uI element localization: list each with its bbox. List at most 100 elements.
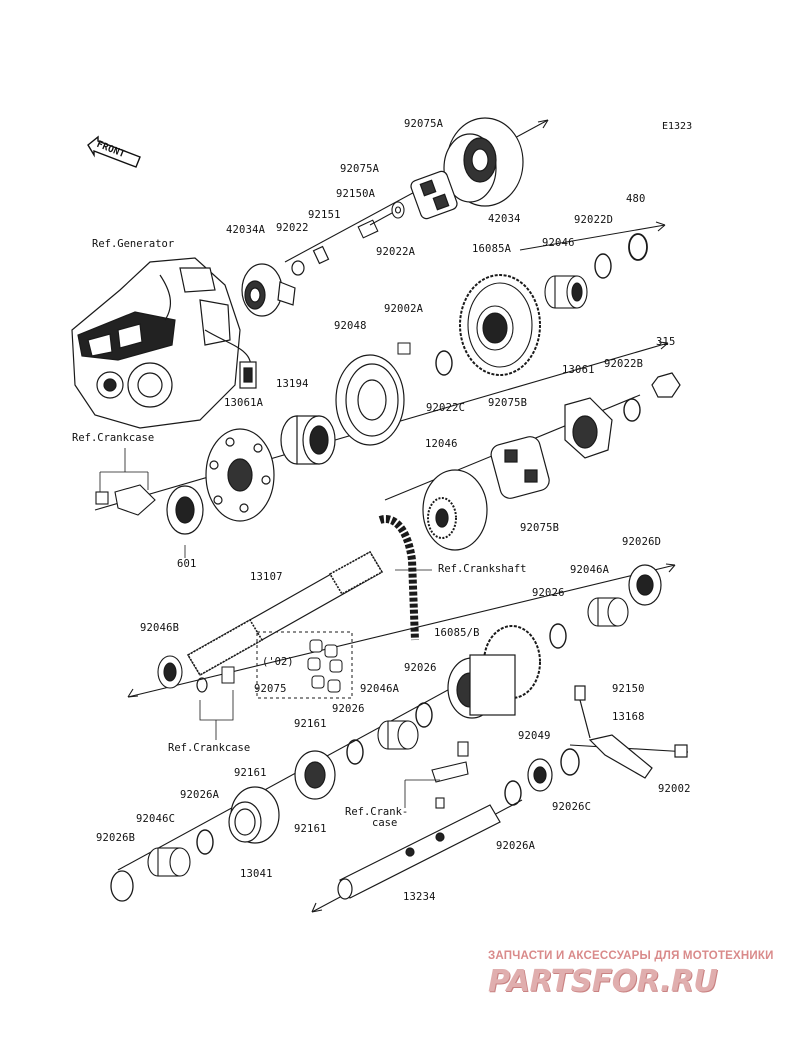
part-label: 92046A — [360, 683, 400, 695]
washer-92026A — [196, 829, 214, 855]
washer-92026 — [549, 623, 567, 649]
part-label: 13041 — [240, 868, 273, 880]
arrow-head — [311, 902, 323, 913]
needle-bearing-92046A-mid — [377, 720, 419, 750]
watermark-tagline: ЗАПЧАСТИ И АКСЕССУАРЫ ДЛЯ МОТОТЕХНИКИ — [488, 950, 774, 962]
washer-small — [196, 677, 208, 693]
axis-line — [127, 564, 676, 698]
diagram-code: E1323 — [662, 121, 693, 132]
damper-92075B — [490, 436, 550, 499]
needle-bearing-92046 — [544, 275, 588, 309]
bracket-crankcase — [95, 484, 156, 516]
oil-seal-92026D — [628, 564, 662, 606]
part-label: 13168 — [612, 711, 645, 723]
damper-rubbers-92075 — [307, 639, 343, 693]
part-label: 92049 — [518, 730, 551, 742]
collar-92049 — [527, 758, 553, 792]
plate-92048 — [335, 354, 405, 446]
front-direction-icon — [87, 135, 141, 168]
watermark-brand: PARTSFOR.RU — [488, 964, 718, 999]
part-label: 92161 — [234, 767, 267, 779]
bracket-crankcase-small — [431, 741, 469, 809]
part-label: 315 — [656, 336, 676, 348]
part-label: 92075B — [488, 397, 528, 409]
part-label: 92161 — [294, 823, 327, 835]
circlip-480 — [628, 233, 648, 261]
washer-92026B — [110, 870, 134, 902]
part-label: 92022D — [574, 214, 614, 226]
ref-crankcase-small-2: case — [372, 817, 398, 829]
bolt-92150A — [357, 201, 405, 239]
part-label: 12046 — [425, 438, 458, 450]
part-label: 92026 — [332, 703, 365, 715]
washer-92026C — [560, 748, 580, 776]
part-label: 13061A — [224, 397, 264, 409]
gear-42034A — [241, 245, 330, 317]
ref-crankcase-left: Ref.Crankcase — [72, 432, 155, 444]
leader-lines — [99, 448, 440, 808]
part-label: 92075 — [254, 683, 287, 695]
washer-92022B — [623, 398, 641, 422]
bolt-92002A — [397, 342, 411, 355]
washer-92022D — [594, 253, 612, 279]
washer-92026A-right — [504, 780, 522, 806]
ref-generator: Ref.Generator — [92, 238, 175, 250]
part-label: 92150 — [612, 683, 645, 695]
part-label: 42034 — [488, 213, 521, 225]
dowel-pin — [221, 666, 235, 684]
variant-note: ('02) — [262, 656, 294, 668]
bearing-13194 — [280, 415, 336, 465]
part-label: 13194 — [276, 378, 309, 390]
needle-bearing-92046A — [587, 597, 629, 627]
bearing-601 — [166, 485, 204, 535]
starter-drum-42034 — [443, 117, 524, 207]
part-label: 480 — [626, 193, 646, 205]
part-label: 92075A — [340, 163, 380, 175]
part-label: 92075B — [520, 522, 560, 534]
ref-crankcase-small-1: Ref.Crank- — [345, 806, 409, 818]
variant-box — [256, 631, 353, 699]
washer-92022C — [435, 350, 453, 376]
arrow-head — [537, 119, 549, 129]
part-label: 92048 — [334, 320, 367, 332]
generator-housing — [71, 257, 257, 429]
needle-bearing-92046C — [147, 847, 191, 877]
axis-line — [519, 224, 666, 251]
cam-chain — [378, 515, 419, 641]
part-label: 92026A — [180, 789, 220, 801]
part-label: 92002A — [384, 303, 424, 315]
part-label: 92026C — [552, 801, 592, 813]
hub-13061 — [564, 397, 613, 459]
washer-92026-mid — [415, 702, 433, 728]
part-label: 92161 — [294, 718, 327, 730]
part-label: 92046B — [140, 622, 180, 634]
part-label: 13107 — [250, 571, 283, 583]
ref-crankshaft: Ref.Crankshaft — [438, 563, 527, 575]
part-label: 92151 — [308, 209, 341, 221]
part-label: 92026 — [404, 662, 437, 674]
part-label: 92022 — [276, 222, 309, 234]
part-label: 16085/B — [434, 627, 480, 639]
part-label: 92026B — [96, 832, 136, 844]
sprocket-16085A — [459, 274, 541, 376]
part-label: 92026A — [496, 840, 536, 852]
sprocket-12046 — [422, 469, 488, 551]
arrow-head — [127, 688, 139, 698]
part-label: 16085A — [472, 243, 512, 255]
shaft-13107 — [186, 550, 384, 677]
part-label: 92046C — [136, 813, 176, 825]
arrow-head — [658, 341, 669, 350]
part-label: 92022A — [376, 246, 416, 258]
part-label: 92022C — [426, 402, 466, 414]
part-label: 92046A — [570, 564, 610, 576]
part-label: 13061 — [562, 364, 595, 376]
part-label: 92026 — [532, 587, 565, 599]
needle-bearing-92046B — [157, 655, 183, 689]
part-label: 92150A — [336, 188, 376, 200]
ref-crankcase-bottom: Ref.Crankcase — [168, 742, 251, 754]
damper-holder-92161 — [294, 750, 336, 800]
part-label: 42034A — [226, 224, 266, 236]
part-label: 92026D — [622, 536, 662, 548]
coupling-13041 — [228, 786, 280, 844]
